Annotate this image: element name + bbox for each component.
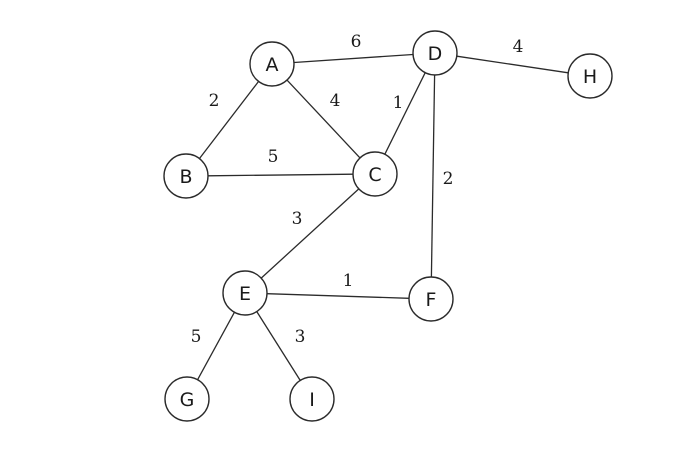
node-circle-f — [408, 276, 454, 322]
edge-a-d — [293, 53, 414, 64]
edge-a-c — [286, 79, 361, 159]
node-label-i: I — [309, 389, 315, 411]
node-a: A — [249, 41, 295, 87]
nodes-layer: A B C D E F G H I — [163, 30, 613, 422]
edge-b-c — [207, 173, 354, 177]
node-g: G — [164, 376, 210, 422]
edge-weight-d-f: 2 — [443, 169, 454, 189]
edge-d-c — [384, 72, 426, 155]
edge-weight-e-f: 1 — [343, 271, 354, 291]
node-circle-a — [249, 41, 295, 87]
edge-a-b — [198, 81, 260, 159]
edge-e-f — [266, 293, 410, 299]
edge-c-e — [260, 188, 360, 279]
edge-e-i — [256, 311, 301, 381]
edge-weights-layer: 6 2 4 4 1 2 5 3 1 5 3 — [191, 32, 524, 347]
node-label-h: H — [583, 66, 597, 88]
edge-weight-d-c: 1 — [393, 93, 404, 113]
node-c: C — [352, 151, 398, 197]
node-label-g: G — [180, 389, 195, 411]
edge-e-g — [197, 311, 235, 381]
node-label-b: B — [179, 166, 192, 188]
node-b: B — [163, 153, 209, 199]
edge-weight-d-h: 4 — [513, 37, 524, 57]
node-label-c: C — [368, 164, 381, 186]
node-label-d: D — [428, 43, 443, 65]
node-circle-g — [164, 376, 210, 422]
edge-weight-a-b: 2 — [209, 91, 220, 111]
node-h: H — [567, 53, 613, 99]
edge-weight-c-e: 3 — [292, 209, 303, 229]
edge-d-f — [430, 74, 436, 278]
node-label-a: A — [266, 54, 279, 76]
node-circle-i — [289, 376, 335, 422]
edge-weight-e-g: 5 — [191, 327, 202, 347]
node-circle-e — [222, 270, 268, 316]
edge-weight-a-c: 4 — [330, 91, 341, 111]
edge-weight-e-i: 3 — [295, 327, 306, 347]
node-e: E — [222, 270, 268, 316]
node-i: I — [289, 376, 335, 422]
edges-layer — [197, 53, 569, 381]
edge-weight-a-d: 6 — [351, 32, 362, 52]
node-circle-h — [567, 53, 613, 99]
node-f: F — [408, 276, 454, 322]
edge-weight-b-c: 5 — [268, 147, 279, 167]
node-circle-b — [163, 153, 209, 199]
node-circle-d — [412, 30, 458, 76]
node-d: D — [412, 30, 458, 76]
node-label-e: E — [239, 283, 251, 305]
node-label-f: F — [426, 289, 437, 311]
node-circle-c — [352, 151, 398, 197]
edge-d-h — [456, 55, 569, 74]
